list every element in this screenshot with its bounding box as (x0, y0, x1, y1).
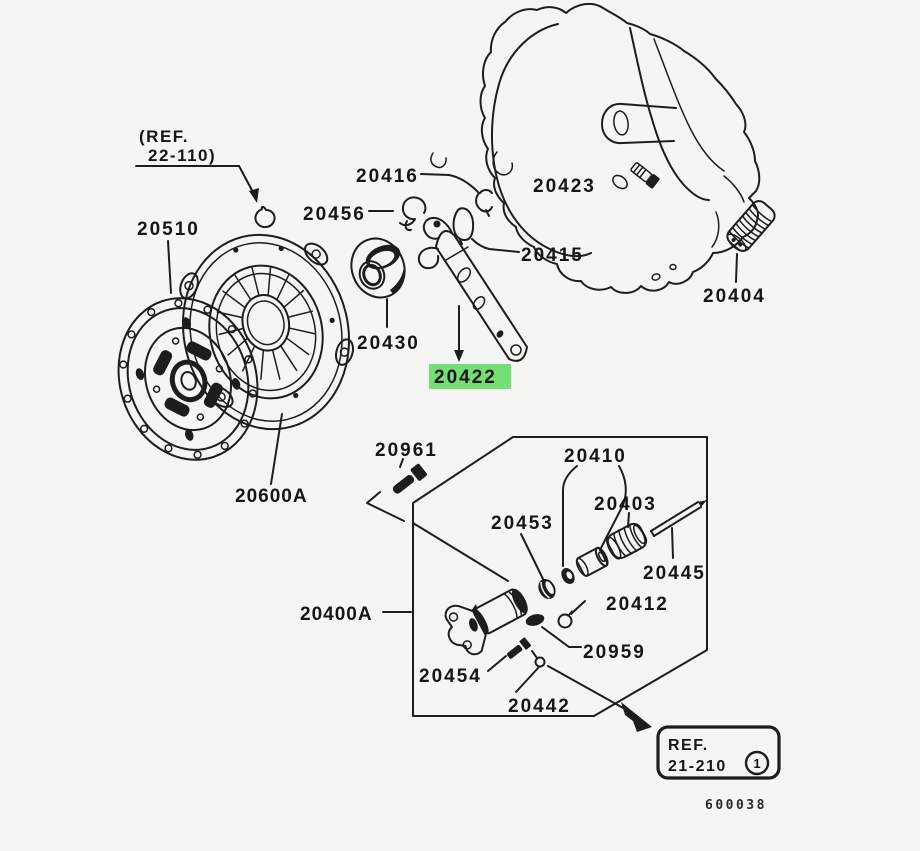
ref-badge-circle (744, 750, 770, 776)
spring-clips-drawing (254, 151, 514, 245)
pin-20442-drawing (531, 650, 546, 668)
part-label-20961[interactable]: 20961 (375, 440, 438, 461)
ref-badge-number: 1 (753, 756, 760, 771)
ref-top-line2[interactable]: 22-110) (148, 146, 216, 165)
release-bearing-drawing (350, 237, 406, 328)
coupling-20404-drawing (726, 200, 776, 283)
bleeder-screw-drawing (506, 637, 532, 659)
ref-bottom-line2[interactable]: 21-210 (668, 758, 727, 775)
release-fork-drawing (417, 216, 528, 362)
part-label-20423[interactable]: 20423 (533, 176, 596, 197)
part-label-20400A[interactable]: 20400A (300, 604, 373, 625)
clutch-cover-drawing (179, 233, 354, 431)
ref-bottom-line1[interactable]: REF. (668, 737, 709, 754)
kit-box-drawing (412, 436, 708, 717)
grommet-20412-drawing (557, 610, 573, 629)
bolt-20961-drawing (366, 463, 427, 522)
boot-20403-drawing (606, 522, 648, 560)
part-label-20404[interactable]: 20404 (703, 286, 766, 307)
highlight-selected-part (429, 364, 511, 389)
part-label-20600A[interactable]: 20600A (235, 486, 308, 507)
part-label-20959[interactable]: 20959 (583, 642, 646, 663)
housing-bolt-drawing (612, 162, 660, 190)
part-label-20403[interactable]: 20403 (594, 494, 657, 515)
ref-top-line1[interactable]: (REF. (139, 127, 189, 146)
cup-20453-drawing (538, 578, 556, 600)
bell-housing-drawing (479, 2, 761, 294)
part-label-20412[interactable]: 20412 (606, 594, 669, 615)
part-label-20442[interactable]: 20442 (508, 696, 571, 717)
part-label-20454[interactable]: 20454 (419, 666, 482, 687)
pushrod-20445-drawing (650, 500, 707, 537)
part-label-20416[interactable]: 20416 (356, 166, 419, 187)
part-label-20445[interactable]: 20445 (643, 563, 706, 584)
piston-20410-drawing (575, 546, 609, 577)
part-label-20430[interactable]: 20430 (357, 333, 420, 354)
drawing-number: 600038 (705, 798, 767, 813)
seal-washer-drawing (561, 567, 575, 585)
part-label-20456[interactable]: 20456 (303, 204, 366, 225)
part-label-20453[interactable]: 20453 (491, 513, 554, 534)
ref-bottom-box[interactable]: REF. 21-210 1 (656, 725, 781, 780)
gasket-20959-drawing (525, 614, 545, 626)
part-label-20510[interactable]: 20510 (137, 219, 200, 240)
part-label-20422-selected[interactable]: 20422 (434, 367, 497, 388)
leader-lines (135, 165, 674, 732)
part-label-20415[interactable]: 20415 (521, 245, 584, 266)
part-label-20410[interactable]: 20410 (564, 446, 627, 467)
slave-cylinder-drawing (444, 588, 528, 656)
